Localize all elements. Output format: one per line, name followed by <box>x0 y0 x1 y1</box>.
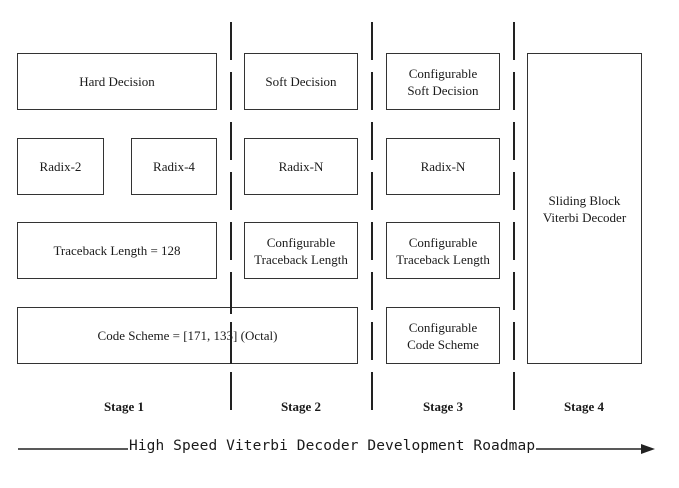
radix-4-box: Radix-4 <box>131 138 217 195</box>
radix-n-stage2-label: Radix-N <box>278 159 324 174</box>
radix-4-label: Radix-4 <box>153 159 195 174</box>
stage-2-label: Stage 2 <box>280 399 322 414</box>
hard-decision-box: Hard Decision <box>17 53 217 110</box>
hard-decision-label: Hard Decision <box>79 74 155 89</box>
soft-decision-label: Soft Decision <box>265 74 337 89</box>
stage-3-label: Stage 3 <box>422 399 464 414</box>
soft-decision-box: Soft Decision <box>244 53 358 110</box>
configurable-code-scheme-box: Configurable Code Scheme <box>386 307 500 364</box>
traceback-length-box: Traceback Length = 128 <box>17 222 217 279</box>
configurable-code-scheme-label: Configurable Code Scheme <box>407 319 479 352</box>
configurable-traceback-stage2-box: Configurable Traceback Length <box>244 222 358 279</box>
sliding-block-viterbi-label: Sliding Block Viterbi Decoder <box>542 192 627 225</box>
configurable-traceback-stage3-label: Configurable Traceback Length <box>396 234 490 267</box>
radix-n-stage3-box: Radix-N <box>386 138 500 195</box>
stage-4-label: Stage 4 <box>563 399 605 414</box>
configurable-soft-decision-label: Configurable Soft Decision <box>407 65 479 98</box>
configurable-soft-decision-box: Configurable Soft Decision <box>386 53 500 110</box>
code-scheme-box: Code Scheme = [171, 133] (Octal) <box>17 307 358 364</box>
roadmap-arrow-head <box>641 444 655 454</box>
radix-n-stage2-box: Radix-N <box>244 138 358 195</box>
configurable-traceback-stage3-box: Configurable Traceback Length <box>386 222 500 279</box>
roadmap-label: High Speed Viterbi Decoder Development R… <box>128 438 537 454</box>
radix-2-box: Radix-2 <box>17 138 104 195</box>
configurable-traceback-stage2-label: Configurable Traceback Length <box>254 234 348 267</box>
radix-2-label: Radix-2 <box>39 159 82 174</box>
stage-1-label: Stage 1 <box>103 399 145 414</box>
radix-n-stage3-label: Radix-N <box>420 159 466 174</box>
code-scheme-label: Code Scheme = [171, 133] (Octal) <box>97 328 278 343</box>
traceback-length-label: Traceback Length = 128 <box>53 243 181 258</box>
sliding-block-viterbi-box: Sliding Block Viterbi Decoder <box>527 53 642 364</box>
